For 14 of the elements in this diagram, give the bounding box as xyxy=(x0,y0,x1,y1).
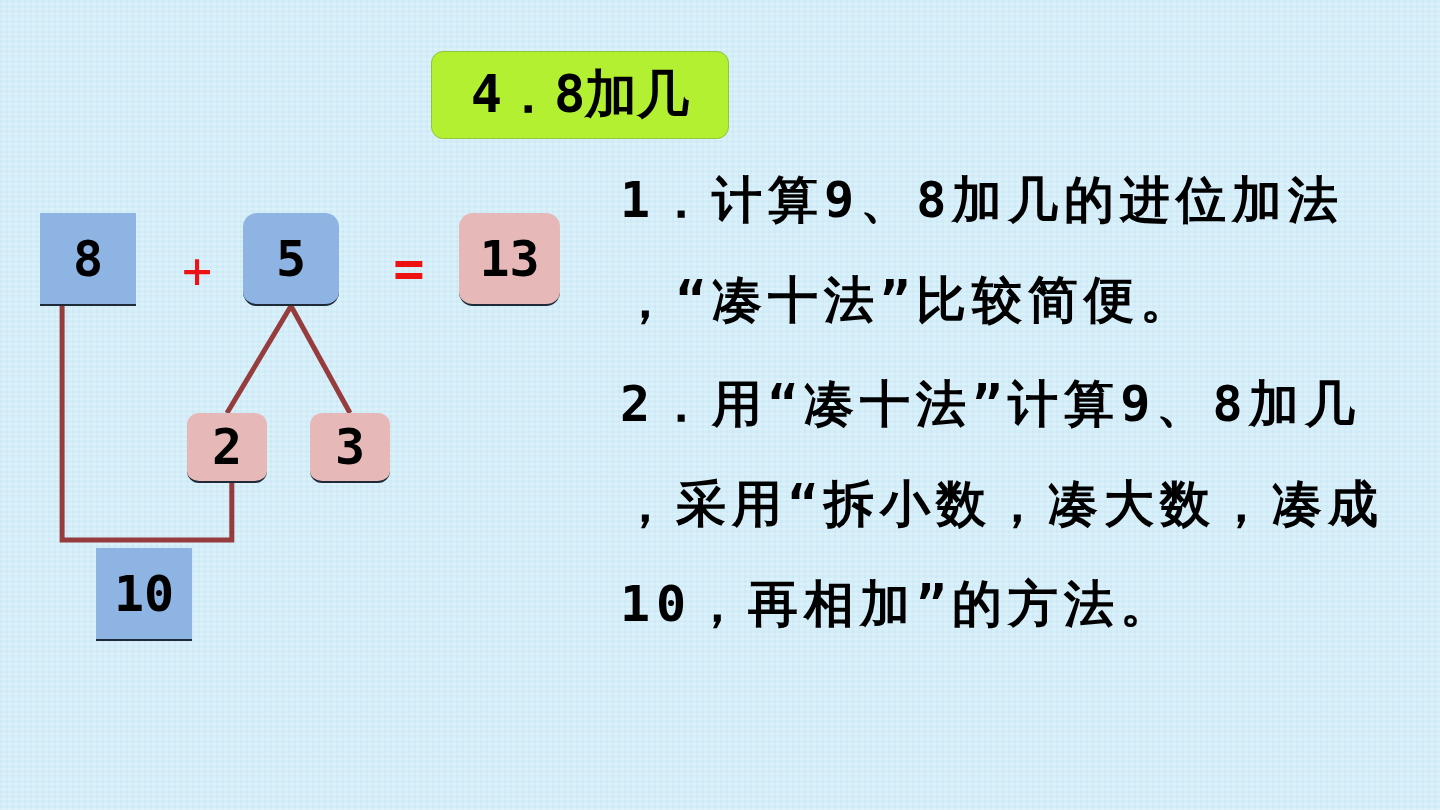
number-box: 5 xyxy=(243,213,339,306)
number-box: 3 xyxy=(310,413,390,483)
note-text: 1．计算9、8加几的进位加法，“凑十法”比较简便。 xyxy=(620,170,1346,331)
title-banner: 4．8加几 xyxy=(431,51,729,139)
split-line xyxy=(224,304,294,415)
plus-sign: + xyxy=(180,242,214,300)
bracket-line xyxy=(59,306,235,543)
equals-sign: = xyxy=(392,238,426,298)
number-box: 8 xyxy=(40,213,136,306)
note-text: 2．用“凑十法”计算9、8加几，采用“拆小数，凑大数，凑成10，再相加”的方法。 xyxy=(620,374,1386,635)
number-box: 10 xyxy=(96,548,192,641)
number-box: 2 xyxy=(187,413,267,483)
number-box: 13 xyxy=(459,213,560,306)
split-line xyxy=(288,304,353,415)
